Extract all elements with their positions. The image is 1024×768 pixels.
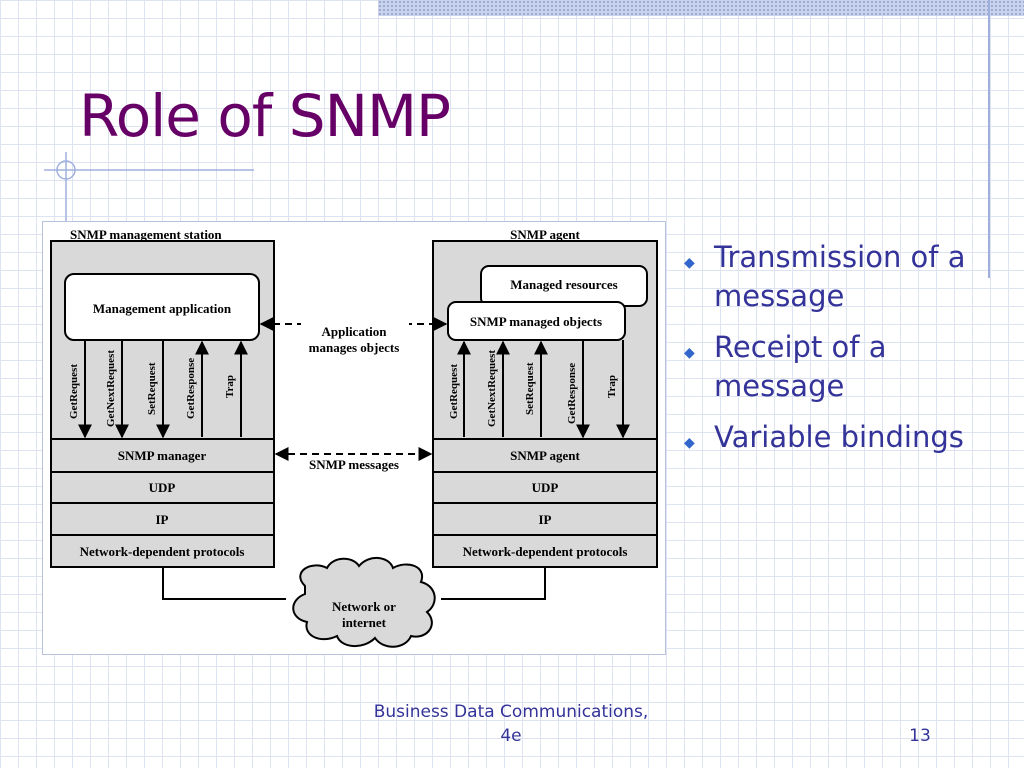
footer-text: Business Data Communications, 4e — [356, 700, 666, 748]
bullet-text: Receipt of a message — [714, 330, 887, 403]
mid-label-mask — [301, 323, 409, 357]
station-layer-label: IP — [156, 512, 169, 527]
bullet-text: Variable bindings — [714, 420, 964, 454]
cloud-label-line2: internet — [342, 615, 387, 630]
station-pdu-label: GetRequest — [68, 364, 80, 419]
crosshair-decor-icon — [44, 152, 254, 228]
station-pdu-label: GetResponse — [185, 358, 197, 419]
snmp-managed-objects-label: SNMP managed objects — [470, 314, 602, 329]
network-cloud-icon — [292, 557, 436, 648]
diamond-bullet-icon: ◆ — [684, 255, 695, 271]
bullet-text: Transmission of a message — [714, 240, 966, 313]
application-label-line1: Application — [321, 324, 387, 339]
bullet-item: ◆ Variable bindings — [680, 418, 1000, 457]
station-network-link — [162, 567, 286, 600]
top-decor-band — [378, 0, 1024, 16]
snmp-diagram: SNMP management station Management appli… — [42, 221, 666, 655]
snmp-agent-side: SNMP agent Managed resources SNMP manage… — [432, 227, 658, 568]
right-decor-rule — [988, 0, 990, 278]
agent-pdu-label: SetRequest — [524, 362, 536, 415]
footer-line2: 4e — [500, 726, 522, 746]
agent-network-link — [441, 567, 546, 600]
bullet-list: ◆ Transmission of a message ◆ Receipt of a… — [680, 238, 1000, 469]
agent-pdu-label: GetResponse — [566, 363, 578, 424]
bullet-item: ◆ Receipt of a message — [680, 328, 1000, 406]
agent-layer-label: IP — [539, 512, 552, 527]
agent-title: SNMP agent — [510, 227, 580, 242]
agent-pdu-label: GetNextRequest — [486, 350, 498, 427]
management-station: SNMP management station Management appli… — [50, 227, 275, 568]
station-layer-label: UDP — [149, 480, 176, 495]
page-number: 13 — [909, 726, 931, 746]
footer-line1: Business Data Communications, — [373, 702, 649, 722]
application-label-line2: manages objects — [309, 340, 400, 355]
agent-pdu-label: GetRequest — [448, 364, 460, 419]
snmp-messages-label: SNMP messages — [309, 457, 399, 472]
agent-pdu-label: Trap — [606, 375, 618, 398]
station-pdu-label: Trap — [224, 375, 236, 398]
station-layer-label: Network-dependent protocols — [80, 544, 245, 559]
managed-resources-label: Managed resources — [510, 277, 617, 292]
slide-title: Role of SNMP — [79, 82, 451, 150]
station-title: SNMP management station — [70, 227, 222, 242]
cloud-label-line1: Network or — [332, 599, 396, 614]
agent-layer-label: UDP — [532, 480, 559, 495]
management-application-label: Management application — [93, 301, 232, 316]
bullet-item: ◆ Transmission of a message — [680, 238, 1000, 316]
diamond-bullet-icon: ◆ — [684, 345, 695, 361]
station-layer-label: SNMP manager — [118, 448, 207, 463]
diamond-bullet-icon: ◆ — [684, 435, 695, 451]
station-pdu-label: SetRequest — [146, 362, 158, 415]
snmp-managed-objects-box — [447, 301, 626, 341]
agent-layer-label: Network-dependent protocols — [463, 544, 628, 559]
station-pdu-label: GetNextRequest — [105, 350, 117, 427]
agent-layer-label: SNMP agent — [510, 448, 580, 463]
